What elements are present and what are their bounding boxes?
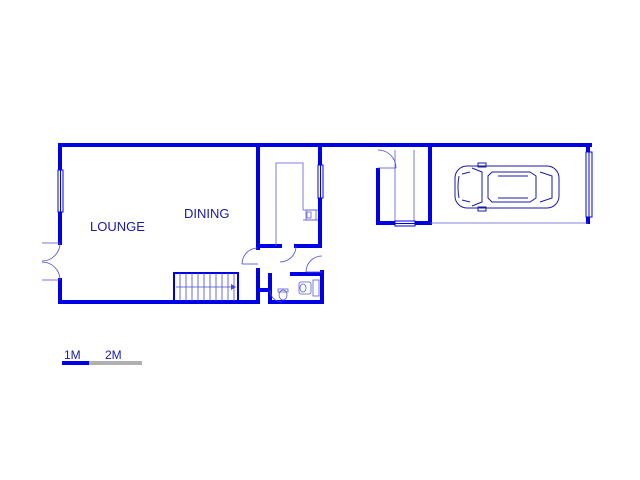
room-label-lounge: LOUNGE bbox=[90, 219, 145, 234]
scale-label-2m: 2M bbox=[105, 348, 122, 362]
walls bbox=[58, 143, 592, 304]
scale-bar-light bbox=[89, 361, 142, 365]
scale-bar: 1M 2M bbox=[62, 348, 142, 365]
room-label-dining: DINING bbox=[184, 206, 230, 221]
windows bbox=[57, 151, 593, 227]
doors bbox=[41, 149, 397, 303]
scale-label-1m: 1M bbox=[64, 348, 81, 362]
kitchen-counter bbox=[275, 162, 318, 246]
toilet-icon bbox=[277, 288, 289, 301]
basin-icon bbox=[298, 279, 320, 297]
scale-bar-dark bbox=[62, 361, 89, 365]
stairs-icon bbox=[173, 272, 239, 302]
car-icon bbox=[454, 162, 560, 212]
